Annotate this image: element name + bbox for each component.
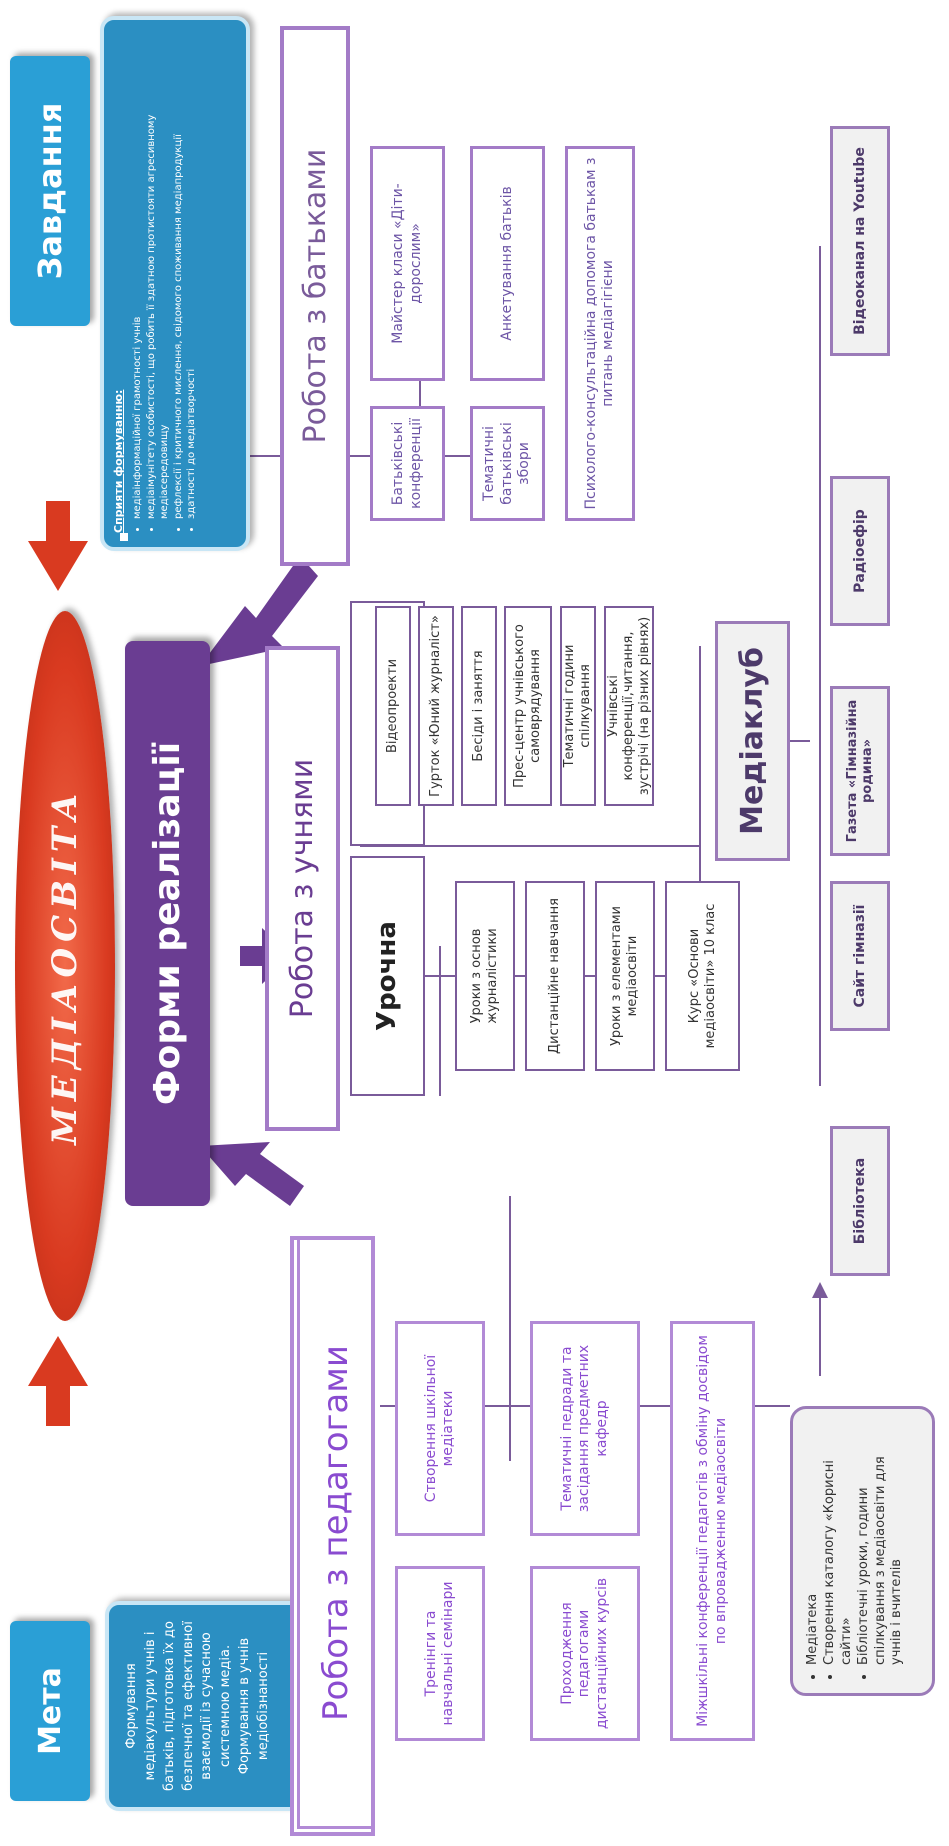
purple-arrow-teachers: [200, 1142, 304, 1206]
zavdannya-item: здатності до медіатворчості: [185, 34, 199, 519]
pozaurochna-item-conferences: Учнівські конференції,читання, зустрічі …: [604, 606, 654, 806]
zavdannya-item: рефлексії і критичного мислення, свідомо…: [172, 34, 186, 519]
urochna-item-journalism: Уроки з основ журналістики: [455, 881, 515, 1071]
pozaurochna-item-video: Відеопроекти: [375, 606, 411, 806]
teachers-item-mediateka: Створення шкільної медіатеки: [395, 1321, 485, 1536]
teachers-title: Робота з педагогами: [297, 1237, 374, 1829]
parents-item-survey: Анкетування батьків: [470, 146, 545, 381]
teachers-frame: Робота з педагогами: [290, 1236, 375, 1836]
urochna-item-elements: Уроки з елементами медіаосвіти: [595, 881, 655, 1071]
mediaclub-item-radio: Радіоефір: [830, 476, 890, 626]
red-arrow-left: [28, 1336, 88, 1426]
mediaclub-title: Медіаклуб: [715, 621, 790, 861]
parents-title: Робота з батьками: [280, 26, 350, 566]
parents-item-psych: Психолого-консультаційна допомога батька…: [565, 146, 635, 521]
library-item: Бібліотечні уроки, години спілкування з …: [856, 1419, 907, 1665]
purple-arrow-parents: [200, 556, 318, 666]
red-arrow-right: [28, 501, 88, 591]
parents-item-meetings: Тематичні батьківські збори: [470, 406, 545, 521]
pozaurochna-item-hours: Тематичні години спілкування: [560, 606, 596, 806]
zavdannya-item: медіаімунітету особистості, що робить її…: [145, 34, 172, 519]
parents-item-masterclass: Майстер класи «Діти-дорослим»: [370, 146, 445, 381]
teachers-item-courses: Проходження педагогами дистанційних курс…: [530, 1566, 640, 1741]
parents-item-conferences: Батьківські конференції: [370, 406, 445, 521]
teachers-item-pedrady: Тематичні педради та засідання предметни…: [530, 1321, 640, 1536]
library-item: Медіатека: [805, 1419, 822, 1665]
library-box: Медіатека Створення каталогу «Корисні са…: [790, 1406, 935, 1696]
urochna-item-course: Курс «Основи медіаосвіти» 10 клас: [665, 881, 740, 1071]
urochna-title: Урочна: [350, 856, 425, 1096]
zavdannya-box: Сприяти формуванню: медіаінформаційної г…: [100, 16, 250, 551]
library-list: Медіатека Створення каталогу «Корисні са…: [805, 1419, 906, 1683]
library-item: Створення каталогу «Корисні сайти»: [822, 1419, 856, 1665]
mediaclub-item-site: Сайт гімназії: [830, 881, 890, 1031]
zavdannya-item: медіаінформаційної грамотності учнів: [131, 34, 145, 519]
medialogo: МЕДІАОСВІТА: [15, 611, 115, 1321]
teachers-item-trainings: Тренінги та навчальні семінари: [395, 1566, 485, 1741]
medialogo-text: МЕДІАОСВІТА: [45, 787, 85, 1145]
zavdannya-intro: Сприяти формуванню:: [112, 389, 125, 533]
pozaurochna-item-talks: Бесіди і заняття: [461, 606, 497, 806]
forms-title: Форми реалізації: [125, 641, 210, 1206]
mediaclub-item-youtube: Відеоканал на Youtube: [830, 126, 890, 356]
teachers-item-conferences: Міжшкільні конференції педагогів з обмін…: [670, 1321, 755, 1741]
mediaclub-item-library: Бібліотека: [830, 1126, 890, 1276]
meta-title: Мета: [10, 1621, 90, 1801]
urochna-item-distance: Дистанційне навчання: [525, 881, 585, 1071]
pozaurochna-item-club: Гурток «Юний журналіст»: [418, 606, 454, 806]
mediaclub-item-newspaper: Газета «Гімназійна родина»: [830, 686, 890, 856]
students-title: Робота з учнями: [265, 646, 340, 1131]
zavdannya-list: медіаінформаційної грамотності учнів мед…: [131, 34, 199, 533]
pozaurochna-item-presscenter: Прес-центр учнівського самоврядування: [504, 606, 552, 806]
